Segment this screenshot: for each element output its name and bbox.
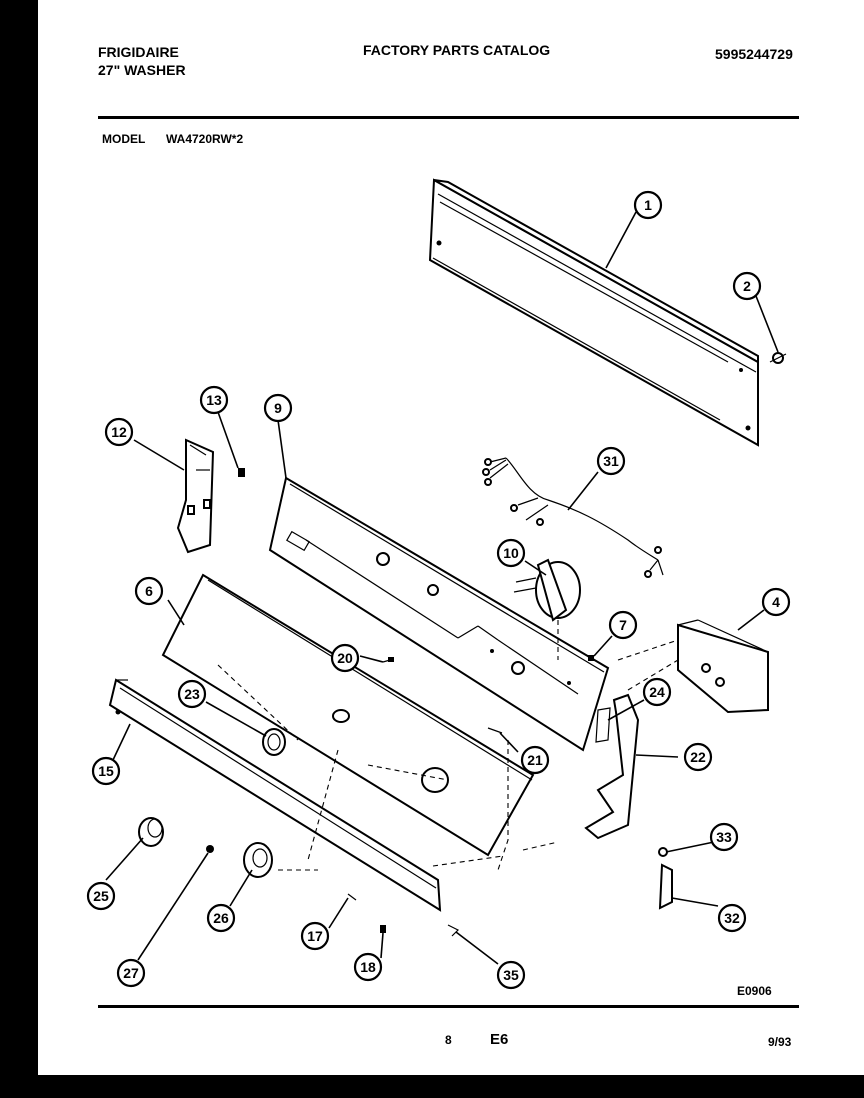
product-name: 27" WASHER xyxy=(98,62,186,78)
svg-text:4: 4 xyxy=(772,594,780,610)
part-23-knob xyxy=(262,728,286,756)
callout-13: 13 xyxy=(199,385,229,415)
svg-text:33: 33 xyxy=(716,829,732,845)
callout-18: 18 xyxy=(353,952,383,982)
svg-text:31: 31 xyxy=(603,453,619,469)
model-number: WA4720RW*2 xyxy=(166,132,244,146)
svg-text:17: 17 xyxy=(307,928,323,944)
callout-12: 12 xyxy=(104,417,134,447)
part-33-screw xyxy=(658,847,668,857)
callout-9: 9 xyxy=(263,393,293,423)
svg-text:15: 15 xyxy=(98,763,114,779)
assembly-guides xyxy=(278,620,679,871)
svg-text:32: 32 xyxy=(724,910,740,926)
part-31-wire-harness xyxy=(482,457,664,578)
svg-text:6: 6 xyxy=(145,583,153,599)
part-17-screw xyxy=(347,893,357,901)
part-2-screw xyxy=(769,352,787,364)
catalog-sheet: FRIGIDAIRE 27" WASHER FACTORY PARTS CATA… xyxy=(38,0,864,1075)
callout-22: 22 xyxy=(683,742,713,772)
catalog-number: 5995244729 xyxy=(715,46,793,62)
part-21-clip xyxy=(487,727,503,734)
svg-text:9: 9 xyxy=(274,400,282,416)
callout-6: 6 xyxy=(134,576,164,606)
part-7-screw xyxy=(588,655,594,661)
svg-text:24: 24 xyxy=(649,684,665,700)
part-4-switch xyxy=(677,619,769,714)
svg-text:18: 18 xyxy=(360,959,376,975)
callout-20: 20 xyxy=(330,643,360,673)
model-label: MODEL xyxy=(102,132,146,146)
part-24-clip xyxy=(595,707,611,743)
part-13-screw xyxy=(238,468,245,477)
callout-31: 31 xyxy=(596,446,626,476)
callout-26: 26 xyxy=(206,903,236,933)
callout-2: 2 xyxy=(732,271,762,301)
part-9-control-panel xyxy=(268,476,610,752)
print-date: 9/93 xyxy=(768,1035,792,1049)
exploded-parts-diagram: 1 2 4 6 7 9 10 12 13 15 17 18 20 21 22 2… xyxy=(86,178,791,990)
part-22-door-trim xyxy=(584,693,640,840)
callout-1: 1 xyxy=(633,190,663,220)
callout-21: 21 xyxy=(520,745,550,775)
brand-name: FRIGIDAIRE xyxy=(98,44,179,60)
figure-code: E0906 xyxy=(737,984,772,998)
header-rule xyxy=(98,116,799,119)
callout-33: 33 xyxy=(709,822,739,852)
part-15-trim-strip xyxy=(108,678,442,912)
part-1-top-panel xyxy=(428,178,759,447)
svg-text:21: 21 xyxy=(527,752,543,768)
svg-text:10: 10 xyxy=(503,545,519,561)
part-32-hinge xyxy=(658,863,673,910)
catalog-title: FACTORY PARTS CATALOG xyxy=(363,42,551,58)
callout-4: 4 xyxy=(761,587,791,617)
callout-7: 7 xyxy=(608,610,638,640)
part-25-knob xyxy=(138,817,164,847)
part-35-clip xyxy=(447,924,460,937)
svg-text:27: 27 xyxy=(123,965,139,981)
part-12-bracket xyxy=(176,438,215,554)
part-6-front-panel xyxy=(161,573,535,857)
svg-text:26: 26 xyxy=(213,910,229,926)
svg-text:13: 13 xyxy=(206,392,222,408)
callout-15: 15 xyxy=(91,756,121,786)
part-20-bracket xyxy=(382,657,394,663)
part-10-timer xyxy=(513,558,581,622)
callout-17: 17 xyxy=(300,921,330,951)
leader-lines xyxy=(105,211,779,965)
footer-rule xyxy=(98,1005,799,1008)
part-27-spring xyxy=(206,845,214,853)
callout-23: 23 xyxy=(177,679,207,709)
callout-24: 24 xyxy=(642,677,672,707)
part-18-screw xyxy=(380,925,386,933)
svg-text:23: 23 xyxy=(184,686,200,702)
svg-text:2: 2 xyxy=(743,278,751,294)
callout-10: 10 xyxy=(496,538,526,568)
part-26-knob-skirt xyxy=(243,842,273,878)
callout-32: 32 xyxy=(717,903,747,933)
callout-35: 35 xyxy=(496,960,526,990)
svg-text:22: 22 xyxy=(690,749,706,765)
svg-text:1: 1 xyxy=(644,197,652,213)
page-number: 8 xyxy=(445,1033,452,1047)
callout-25: 25 xyxy=(86,881,116,911)
svg-text:20: 20 xyxy=(337,650,353,666)
svg-text:35: 35 xyxy=(503,967,519,983)
svg-text:12: 12 xyxy=(111,424,127,440)
svg-text:25: 25 xyxy=(93,888,109,904)
section-code: E6 xyxy=(490,1031,509,1048)
callout-27: 27 xyxy=(116,958,146,988)
svg-text:7: 7 xyxy=(619,617,627,633)
